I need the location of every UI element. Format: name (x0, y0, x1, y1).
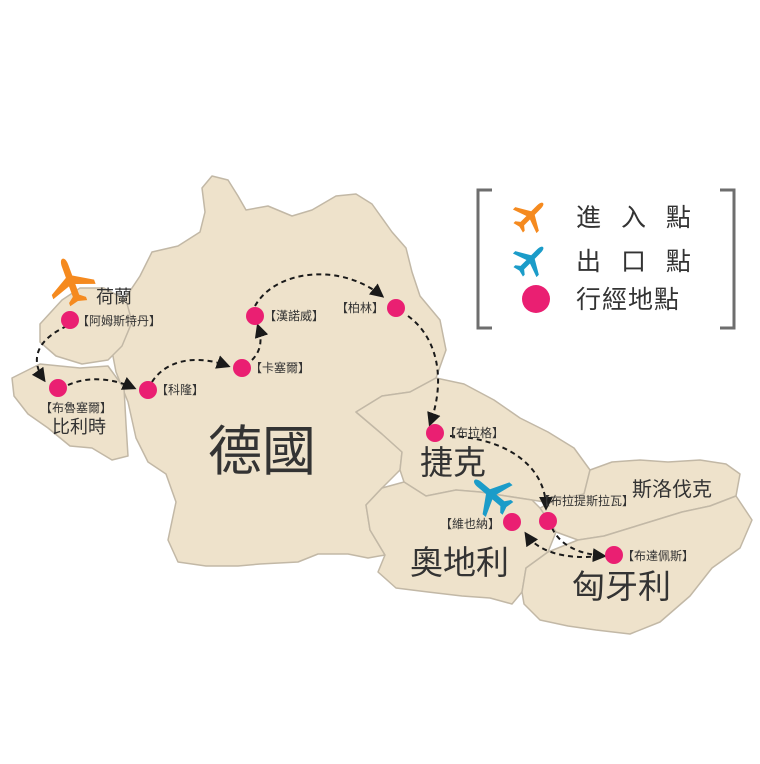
city-label-prague: 【布拉格】 (444, 425, 504, 440)
country-label-belgium: 比利時 (52, 417, 106, 438)
country-label-slovakia: 斯洛伐克 (632, 477, 712, 501)
country-label-austria: 奧地利 (410, 543, 509, 582)
country-label-hungary: 匈牙利 (572, 567, 671, 606)
route-cologne-kassel (151, 355, 231, 383)
stop-prague (426, 424, 444, 442)
legend-stop-row: 行經地點 (522, 285, 680, 314)
belgium-shape (11, 363, 129, 461)
city-label-cologne: 【科隆】 (156, 382, 204, 397)
hungary-shape (521, 495, 753, 635)
legend-left-bracket (476, 188, 492, 330)
route-hanover-berlin (254, 273, 385, 307)
country-label-germany: 德國 (208, 420, 316, 483)
stop-budapest (605, 546, 623, 564)
stop-vienna (503, 513, 521, 531)
stop-brussels (49, 379, 67, 397)
city-label-brussels: 【布魯塞爾】 (40, 400, 112, 415)
legend-dot-icon (522, 285, 550, 313)
country-label-netherlands: 荷蘭 (96, 287, 132, 308)
stop-layer (49, 299, 623, 564)
route-berlin-prague (407, 315, 441, 427)
stop-bratislava (539, 512, 557, 530)
legend-entry-label: 進 入 點 (576, 203, 697, 232)
legend-right-bracket (720, 188, 736, 330)
stop-amsterdam (61, 311, 79, 329)
stop-berlin (387, 299, 405, 317)
land-layer (11, 175, 753, 635)
legend-exit-plane-icon (506, 235, 555, 284)
city-label-vienna: 【維也納】 (440, 517, 500, 531)
route-prague-bratislava (449, 435, 553, 511)
legend-exit-row: 出 口 點 (506, 235, 697, 284)
route-kassel-hanover (251, 323, 269, 361)
city-label-bratislava: 【布拉提斯拉瓦】 (538, 493, 634, 508)
legend-stop-label: 行經地點 (576, 285, 680, 314)
stop-hanover (246, 307, 264, 325)
stop-kassel (233, 359, 251, 377)
city-label-kassel: 【卡塞爾】 (250, 360, 310, 375)
route-bratislava-budapest (551, 527, 607, 563)
route-budapest-vienna (524, 531, 601, 558)
city-label-layer: 【阿姆斯特丹】 【布魯塞爾】 【科隆】 【卡塞爾】 【漢諾威】 【柏林】 【布拉… (40, 300, 694, 563)
country-label-czech: 捷克 (420, 443, 486, 482)
legend-entry-row: 進 入 點 (506, 191, 697, 240)
legend-entry-plane-icon (506, 191, 555, 240)
city-label-budapest: 【布達佩斯】 (622, 549, 694, 563)
country-label-layer: 荷蘭 比利時 德國 捷克 斯洛伐克 奧地利 匈牙利 (52, 287, 712, 606)
city-label-hanover: 【漢諾威】 (264, 308, 324, 323)
route-layer (31, 273, 607, 563)
stop-cologne (139, 381, 157, 399)
route-amsterdam-brussels (31, 325, 68, 383)
legend-exit-label: 出 口 點 (576, 247, 697, 276)
city-label-berlin: 【柏林】 (336, 300, 384, 315)
legend: 進 入 點 出 口 點 行經地點 (476, 188, 736, 330)
city-label-amsterdam: 【阿姆斯特丹】 (77, 313, 161, 328)
